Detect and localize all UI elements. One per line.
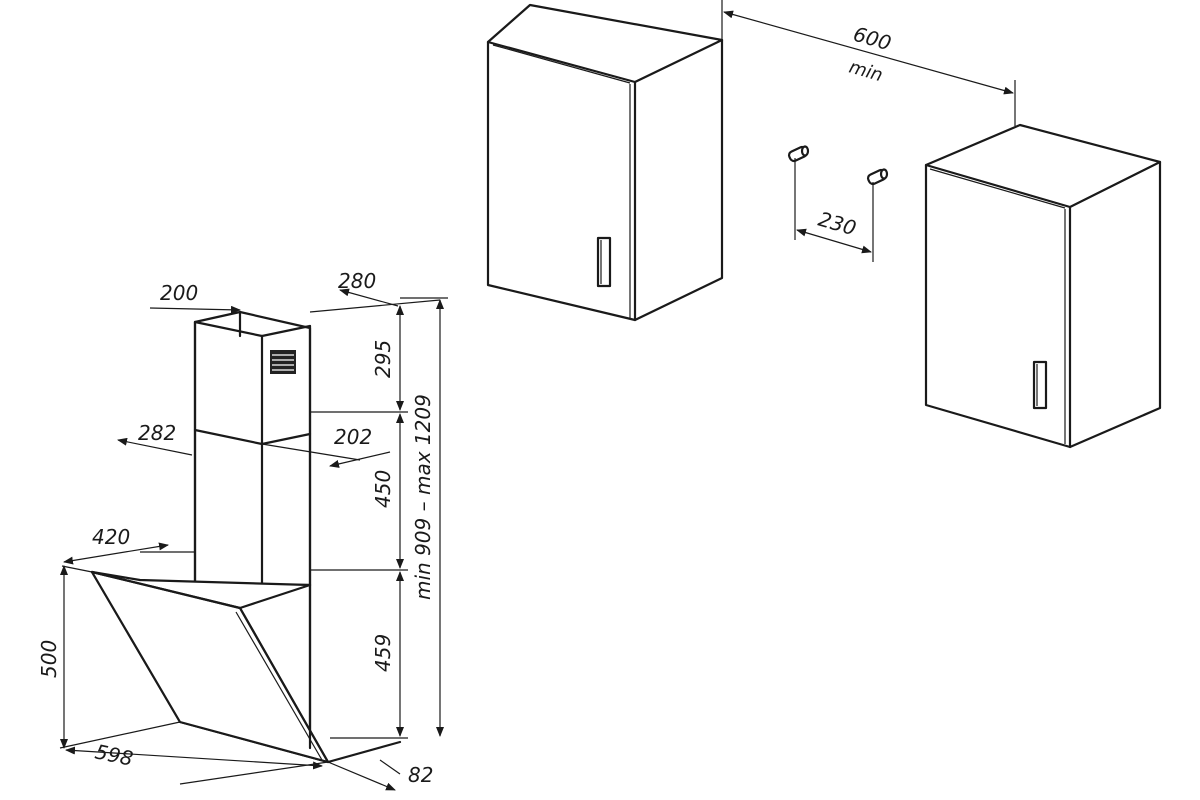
left-cabinet-handle <box>596 236 612 288</box>
cooker-hood <box>90 310 402 764</box>
right-wall-cabinet <box>924 123 1162 449</box>
hood-height-value: 500 <box>37 640 61 678</box>
chimney-width-value: 280 <box>338 269 376 293</box>
lower-chimney-dimensions: 282 202 <box>117 421 391 468</box>
hood-body-height-value: 459 <box>371 634 395 672</box>
lower-chimney-depth-value: 202 <box>334 425 372 449</box>
upper-chimney-height-value: 295 <box>371 340 395 378</box>
left-wall-cabinet <box>486 3 724 322</box>
mount-spacing-dimension: 230 <box>794 158 874 262</box>
total-height-range-value: min 909 – max 1209 <box>411 394 435 600</box>
chimney-depth-value: 200 <box>160 281 198 305</box>
glass-thickness-value: 82 <box>408 763 433 787</box>
hood-depth-value: 420 <box>92 525 130 549</box>
lower-chimney-width-value: 282 <box>138 421 176 445</box>
mount-spacing-value: 230 <box>816 207 859 241</box>
lower-chimney-height-value: 450 <box>371 470 395 508</box>
cabinet-gap-unit: min <box>847 57 885 87</box>
cabinet-gap-dimension: 600 min <box>721 0 1016 126</box>
mounting-pin-left <box>787 145 810 163</box>
hood-width-value: 598 <box>93 739 135 770</box>
chimney-top-dimensions: 200 280 <box>149 269 441 314</box>
cabinet-gap-value: 600 <box>851 22 894 56</box>
mounting-pin-right <box>866 168 889 186</box>
height-dimensions: 295 450 459 min 909 – max 1209 <box>310 297 448 739</box>
right-cabinet-handle <box>1032 360 1048 410</box>
